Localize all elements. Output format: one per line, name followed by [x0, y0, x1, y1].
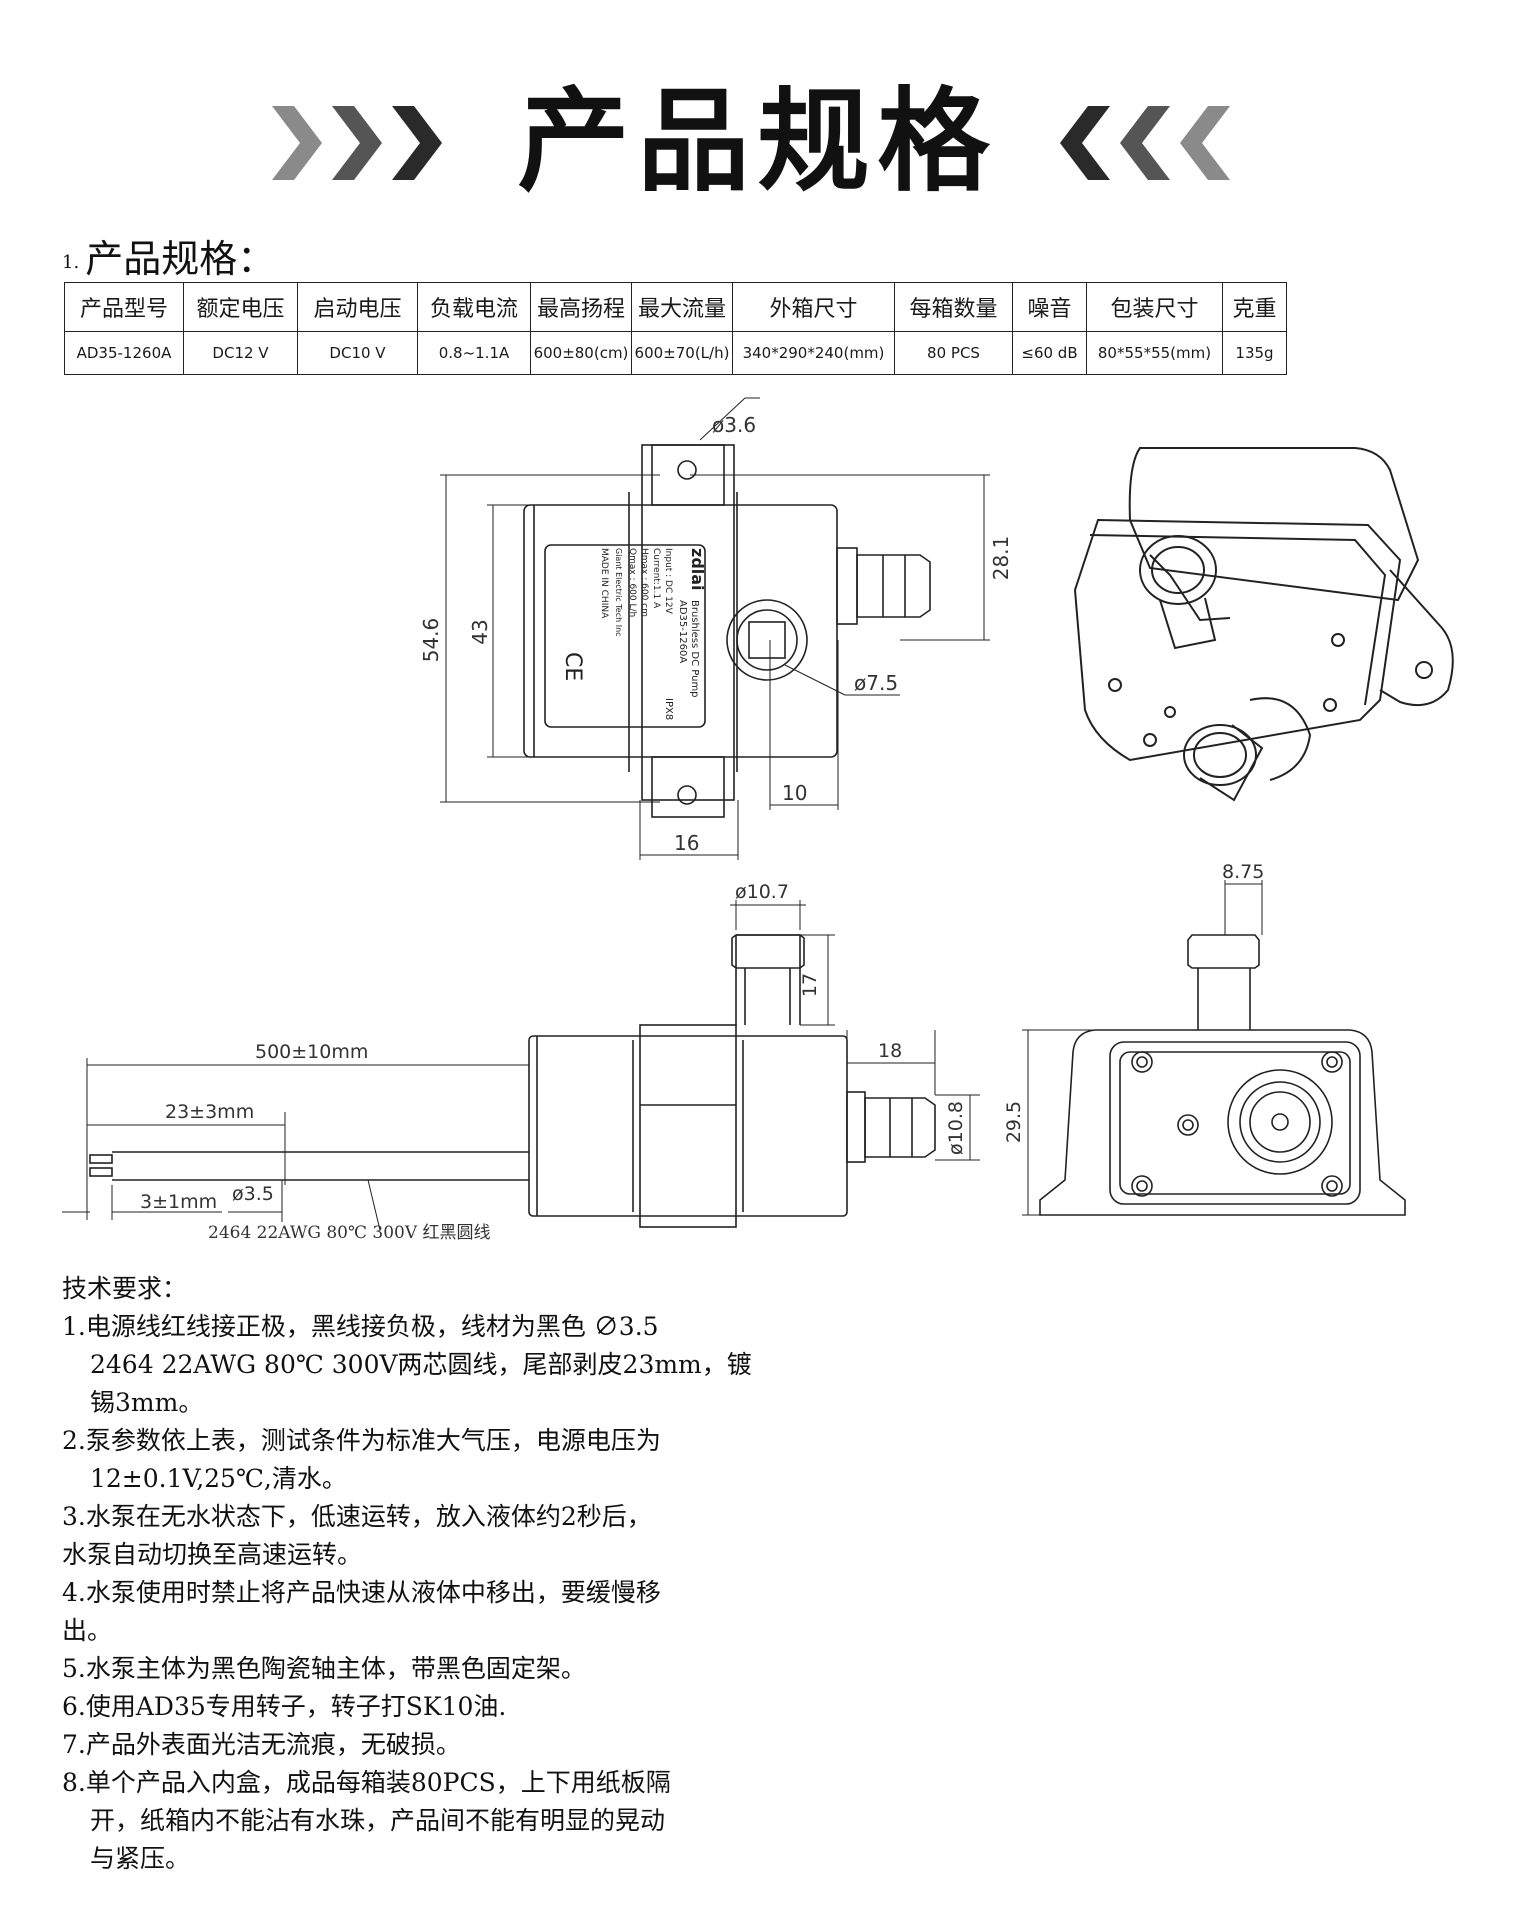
title-banner: 产品规格 — [0, 70, 1515, 210]
table-cell: 80 PCS — [894, 331, 1013, 375]
dim-label: 54.6 — [419, 618, 443, 663]
dim-label: 18 — [878, 1040, 902, 1062]
tech-line: 7.产品外表面光洁无流痕，无破损。 — [62, 1730, 461, 1759]
chevron-right-icon — [272, 106, 442, 180]
table-cell: ≤60 dB — [1012, 331, 1087, 375]
table-cell: DC10 V — [297, 331, 418, 375]
tech-line: 出。 — [62, 1616, 113, 1645]
chevron-left-icon — [1060, 106, 1230, 180]
tech-line: 12±0.1V,25℃,清水。 — [90, 1464, 347, 1493]
dim-label: 500±10mm — [255, 1041, 368, 1063]
label-made: MADE IN CHINA — [599, 548, 609, 619]
dim-label: 10 — [782, 781, 807, 805]
isometric-view — [1073, 447, 1454, 802]
table-header-cell: 包装尺寸 — [1086, 282, 1223, 332]
table-header-row: 产品型号 额定电压 启动电压 负载电流 最高扬程 最大流量 外箱尺寸 每箱数量 … — [64, 282, 1287, 332]
dim-label: 29.5 — [1003, 1101, 1025, 1143]
table-row: AD35-1260A DC12 V DC10 V 0.8~1.1A 600±80… — [64, 331, 1287, 375]
table-header-cell: 产品型号 — [64, 282, 184, 332]
table-header-cell: 负载电流 — [417, 282, 531, 332]
table-header-cell: 最大流量 — [631, 282, 733, 332]
label-hmax: Hmax : 600 cm — [639, 548, 649, 617]
dim-label: 28.1 — [989, 536, 1013, 581]
tech-line: 水泵自动切换至高速运转。 — [62, 1540, 363, 1569]
section-heading: 1.产品规格： — [62, 228, 275, 283]
tech-line: 2.泵参数依上表，测试条件为标准大气压，电源电压为 — [62, 1426, 661, 1455]
label-current: Current:1.1 A — [651, 548, 661, 609]
table-header-cell: 克重 — [1222, 282, 1287, 332]
tech-line: 5.水泵主体为黑色陶瓷轴主体，带黑色固定架。 — [62, 1654, 586, 1683]
dim-label: 17 — [799, 973, 821, 997]
page-title: 产品规格 — [517, 77, 998, 207]
table-header-cell: 噪音 — [1012, 282, 1087, 332]
table-cell: 0.8~1.1A — [417, 331, 531, 375]
tech-line: 6.使用AD35专用转子，转子打SK10油. — [62, 1692, 507, 1721]
label-input: Input : DC 12V — [663, 548, 673, 615]
label-qmax: Qmax : 600 L/h — [627, 548, 637, 617]
wire-note: 2464 22AWG 80℃ 300V 红黑圆线 — [208, 1223, 491, 1243]
tech-line: 与紧压。 — [90, 1844, 191, 1873]
table-header-cell: 每箱数量 — [894, 282, 1013, 332]
section-title: 产品规格： — [85, 237, 276, 281]
table-cell: 600±70(L/h) — [631, 331, 733, 375]
tech-title: 技术要求： — [62, 1274, 188, 1303]
front-view: 8.75 29.5 — [1003, 861, 1406, 1216]
tech-requirements: 技术要求： 1.电源线红线接正极，黑线接负极，线材为黑色 ∅3.5 2464 2… — [62, 1270, 782, 1878]
dim-label: 23±3mm — [165, 1101, 254, 1123]
spec-table: 产品型号 额定电压 启动电压 负载电流 最高扬程 最大流量 外箱尺寸 每箱数量 … — [64, 282, 1287, 375]
tech-line: 8.单个产品入内盒，成品每箱装80PCS，上下用纸板隔 — [62, 1768, 671, 1797]
label-product: Brushless DC Pump — [689, 600, 700, 698]
side-view: 500±10mm 23±3mm 3±1mm ø3.5 ø10.7 17 18 ø… — [62, 881, 980, 1243]
dim-label: ø3.5 — [232, 1183, 274, 1205]
table-cell: DC12 V — [183, 331, 298, 375]
tech-line: 开，纸箱内不能沾有水珠，产品间不能有明显的晃动 — [90, 1806, 666, 1835]
label-ipx: IPX8 — [663, 698, 674, 720]
section-number: 1. — [62, 252, 80, 273]
table-cell: 135g — [1222, 331, 1287, 375]
table-header-cell: 外箱尺寸 — [732, 282, 895, 332]
dim-label: ø10.8 — [945, 1101, 967, 1155]
label-model: AD35-1260A — [677, 600, 688, 663]
tech-line: 3.水泵在无水状态下，低速运转，放入液体约2秒后， — [62, 1502, 652, 1531]
dim-label: 3±1mm — [140, 1191, 217, 1213]
top-view: zdlai Brushless DC Pump AD35-1260A Input… — [419, 397, 1013, 860]
technical-drawing: zdlai Brushless DC Pump AD35-1260A Input… — [62, 397, 1454, 1243]
tech-line: 锡3mm。 — [90, 1388, 204, 1417]
label-maker: Giant Electric Tech Inc — [614, 548, 623, 637]
table-cell: 340*290*240(mm) — [732, 331, 895, 375]
table-cell: 80*55*55(mm) — [1086, 331, 1223, 375]
dim-label: ø3.6 — [712, 413, 756, 437]
tech-line: 4.水泵使用时禁止将产品快速从液体中移出，要缓慢移 — [62, 1578, 661, 1607]
tech-line: 1.电源线红线接正极，黑线接负极，线材为黑色 ∅3.5 — [62, 1312, 659, 1341]
dim-label: 8.75 — [1222, 861, 1264, 883]
dim-label: 16 — [674, 831, 699, 855]
label-brand: zdlai — [688, 548, 707, 591]
table-cell: 600±80(cm) — [530, 331, 632, 375]
ce-mark: CE — [560, 652, 585, 681]
dim-label: ø7.5 — [854, 671, 898, 695]
dim-label: ø10.7 — [735, 881, 789, 903]
table-header-cell: 最高扬程 — [530, 282, 632, 332]
dim-label: 43 — [468, 619, 492, 644]
tech-line: 2464 22AWG 80℃ 300V两芯圆线，尾部剥皮23mm，镀 — [90, 1350, 752, 1379]
